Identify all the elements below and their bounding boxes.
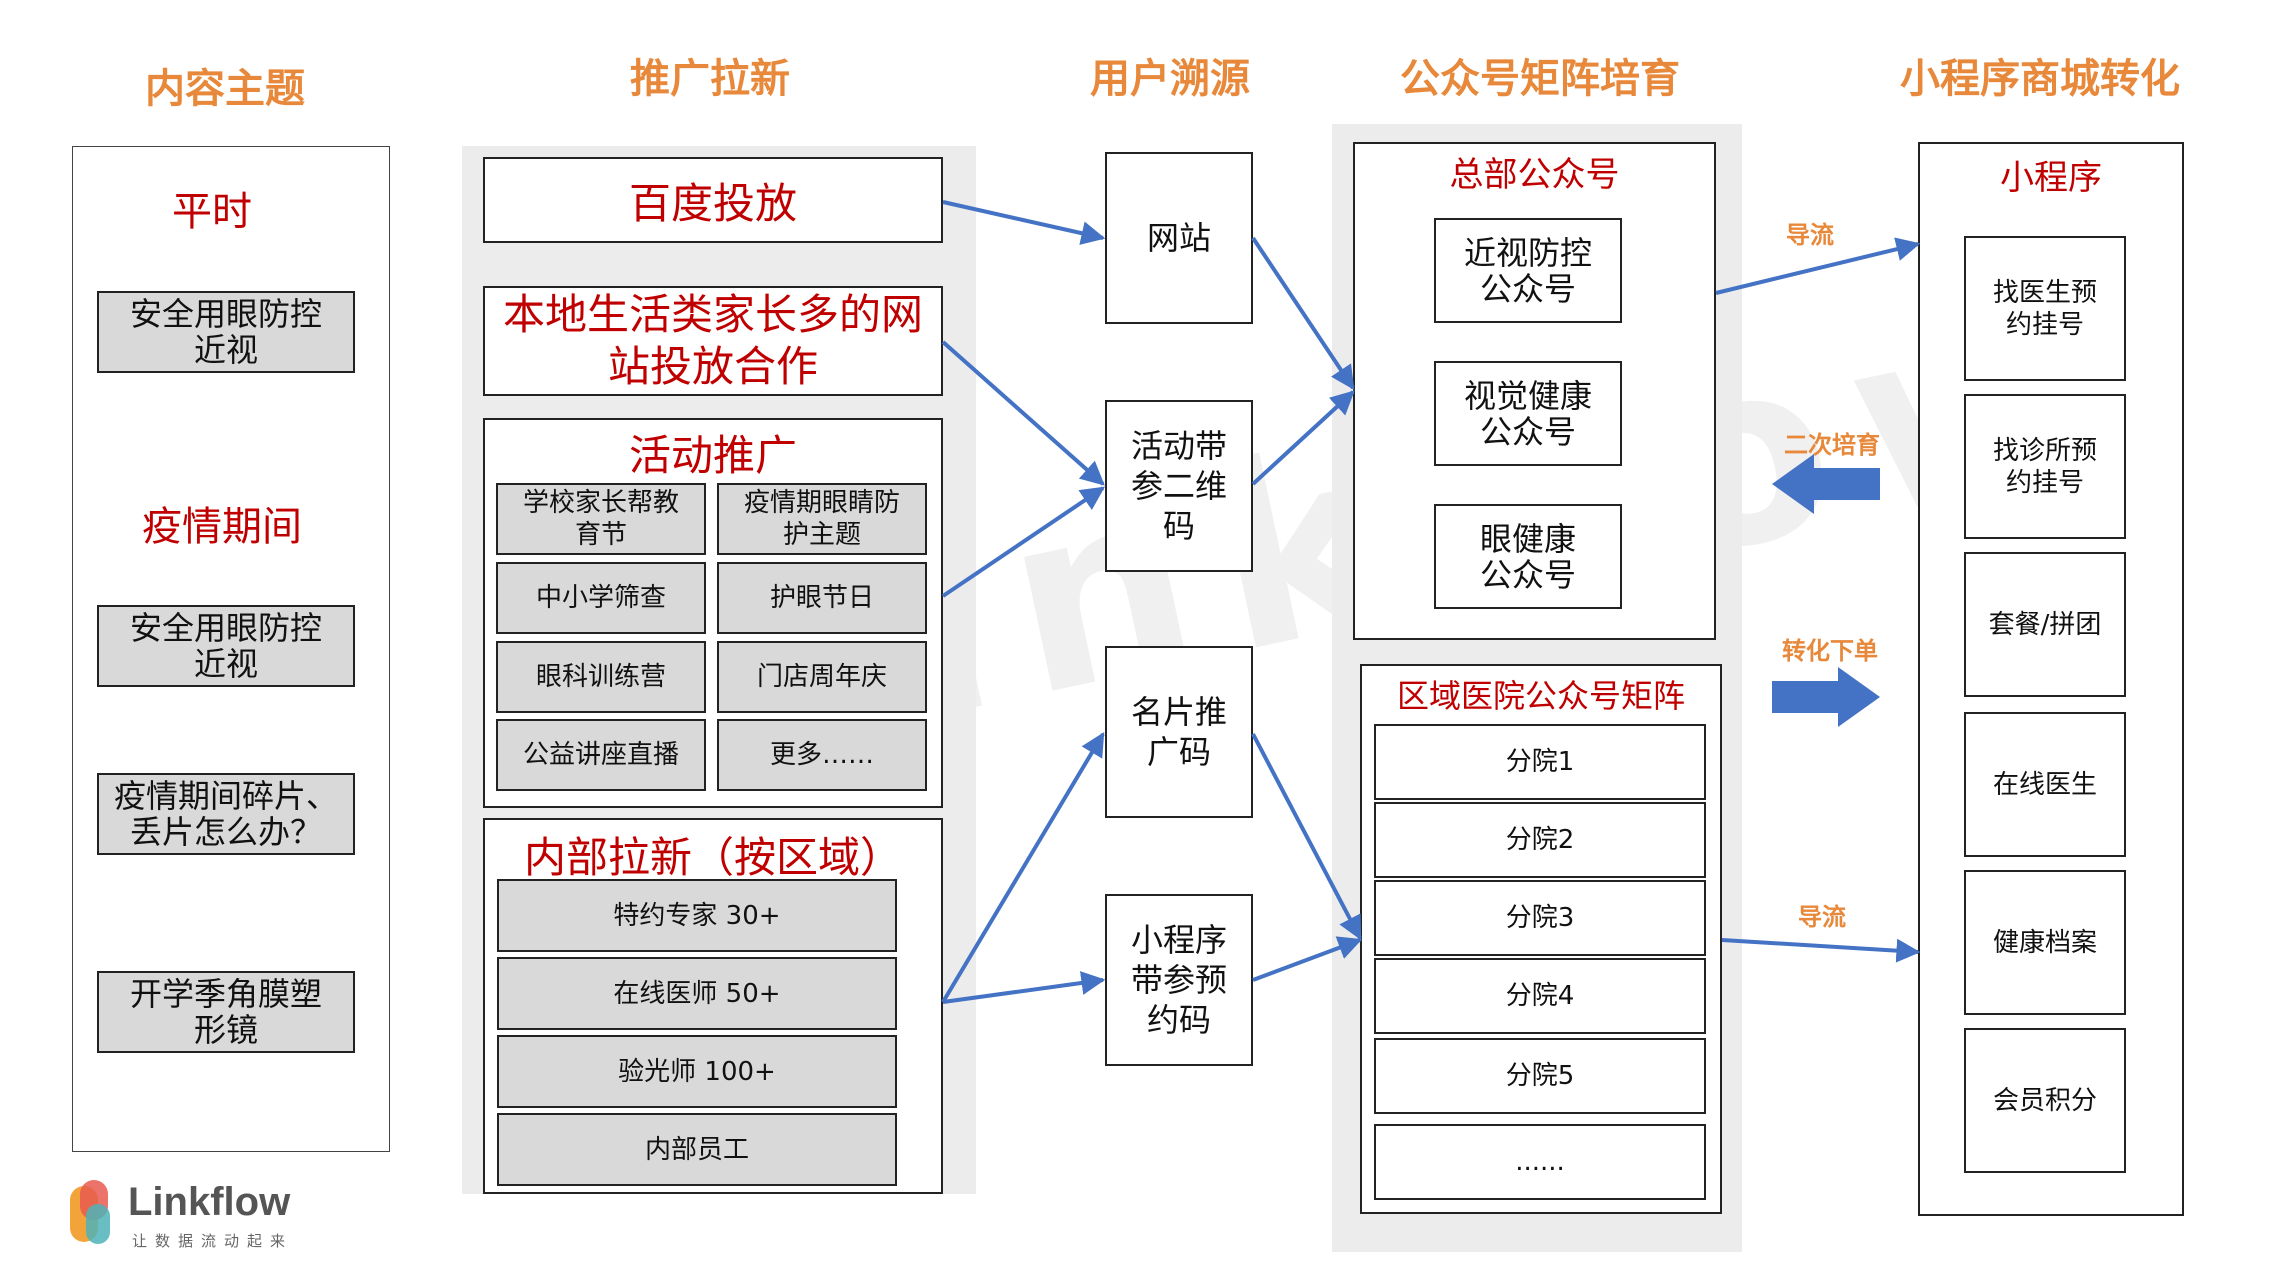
- trace-activity-qr: 活动带参二维码: [1105, 400, 1253, 572]
- branch-item: ......: [1374, 1124, 1706, 1200]
- brand-logo: Linkflow 让数据流动起来: [70, 1180, 320, 1252]
- mini-program-title: 小程序: [2000, 157, 2102, 198]
- trace-website: 网站: [1105, 152, 1253, 324]
- activity-item: 公益讲座直播: [496, 719, 706, 791]
- branch-item: 分院1: [1374, 724, 1706, 800]
- arrow-website-to-hq: [1251, 236, 1355, 390]
- mini-item: 找医生预约挂号: [1964, 236, 2126, 381]
- branch-item: 分院4: [1374, 958, 1706, 1034]
- flow-label-second-cultivation: 二次培育: [1784, 430, 1880, 459]
- flow-label-guide-top: 导流: [1786, 220, 1834, 249]
- flow-label-guide-bottom: 导流: [1798, 902, 1846, 931]
- topic-item: 安全用眼防控近视: [97, 291, 355, 373]
- topic-item: 开学季角膜塑形镜: [97, 971, 355, 1053]
- arrow-baidu-to-website: [942, 200, 1106, 245]
- baidu-box: 百度投放: [483, 157, 943, 243]
- column-title-promotion: 推广拉新: [630, 56, 790, 102]
- internal-title: 内部拉新（按区域）: [523, 832, 902, 882]
- internal-item: 验光师 100+: [497, 1035, 897, 1108]
- normal-label: 平时: [172, 189, 252, 235]
- topic-item: 疫情期间碎片、丢片怎么办？: [97, 773, 355, 855]
- hq-title: 总部公众号: [1449, 154, 1620, 195]
- column-title-tracing: 用户溯源: [1090, 56, 1250, 102]
- branch-item: 分院5: [1374, 1038, 1706, 1114]
- activity-item: 更多……: [717, 719, 927, 791]
- trace-miniprogram-code: 小程序带参预约码: [1105, 894, 1253, 1066]
- mini-item: 找诊所预约挂号: [1964, 394, 2126, 539]
- hq-item: 眼健康公众号: [1434, 504, 1622, 609]
- arrow-hq-to-mini: [1715, 237, 1921, 295]
- mini-item: 会员积分: [1964, 1028, 2126, 1173]
- brand-slogan: 让数据流动起来: [132, 1232, 294, 1250]
- branch-item: 分院2: [1374, 802, 1706, 878]
- activity-item: 护眼节日: [717, 562, 927, 634]
- regional-title: 区域医院公众号矩阵: [1396, 677, 1685, 715]
- column-title-mini-program: 小程序商城转化: [1900, 56, 2180, 102]
- activity-item: 门店周年庆: [717, 641, 927, 713]
- hq-item: 近视防控公众号: [1434, 218, 1622, 323]
- trace-card-code: 名片推广码: [1105, 646, 1253, 818]
- topic-item: 安全用眼防控近视: [97, 605, 355, 687]
- block-arrow-right: [1772, 667, 1880, 727]
- column-title-content: 内容主题: [145, 66, 305, 112]
- activity-item: 学校家长帮教育节: [496, 483, 706, 555]
- internal-item: 内部员工: [497, 1113, 897, 1186]
- arrow-activity-qr-to-hq: [1251, 390, 1355, 486]
- logo-mark-icon: [70, 1180, 116, 1246]
- activity-title: 活动推广: [628, 430, 797, 480]
- internal-item: 在线医师 50+: [497, 957, 897, 1030]
- activity-item: 中小学筛查: [496, 562, 706, 634]
- internal-item: 特约专家 30+: [497, 879, 897, 952]
- activity-item: 眼科训练营: [496, 641, 706, 713]
- branch-item: 分院3: [1374, 880, 1706, 956]
- arrow-activity-to-activity-qr: [941, 486, 1105, 598]
- arrow-card-to-regional: [1251, 733, 1362, 941]
- mini-item: 套餐/拼团: [1964, 552, 2126, 697]
- epidemic-label: 疫情期间: [142, 504, 302, 550]
- mini-item: 健康档案: [1964, 870, 2126, 1015]
- mini-item: 在线医生: [1964, 712, 2126, 857]
- arrow-miniprogram-to-regional: [1252, 936, 1363, 982]
- hq-item: 视觉健康公众号: [1434, 361, 1622, 466]
- brand-name: Linkflow: [128, 1180, 291, 1224]
- arrow-regional-to-mini: [1721, 938, 1921, 963]
- block-arrow-left: [1772, 454, 1880, 514]
- local-site-box: 本地生活类家长多的网站投放合作: [483, 286, 943, 396]
- arrow-internal-to-miniprogram: [942, 971, 1106, 1004]
- activity-item: 疫情期眼睛防护主题: [717, 483, 927, 555]
- arrow-internal-to-card: [941, 731, 1105, 1004]
- arrow-local-to-activity-qr: [941, 340, 1105, 486]
- flow-label-conversion: 转化下单: [1782, 636, 1878, 665]
- column-title-matrix: 公众号矩阵培育: [1400, 56, 1680, 102]
